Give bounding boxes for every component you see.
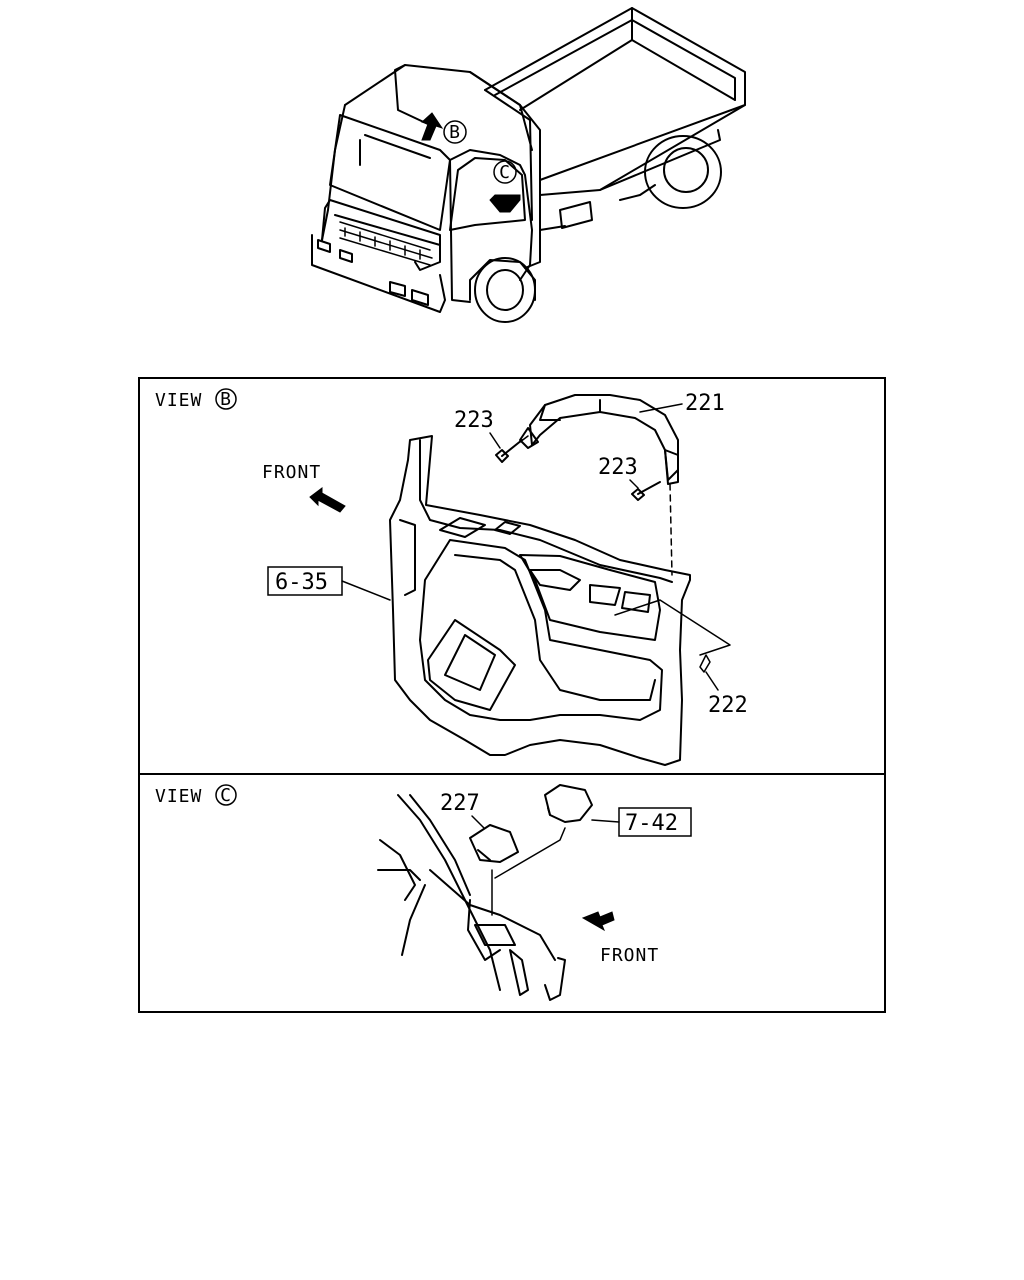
leader-7-42 [591, 819, 620, 823]
callout-222: 222 [708, 693, 748, 718]
marker-c-label: C [499, 162, 511, 183]
assist-grip-221-illustration [519, 394, 679, 485]
view-b-front-arrow [309, 487, 346, 513]
view-c-title: VIEW [155, 786, 202, 807]
switch-7-42-illustration [544, 784, 593, 823]
ref-7-42: 7-42 [625, 811, 678, 836]
view-c-marker: C [220, 785, 232, 806]
marker-c-circle [493, 160, 517, 184]
callout-223-upper: 223 [454, 408, 494, 433]
view-b-marker-circle [215, 388, 237, 410]
leader-227 [471, 815, 485, 829]
callout-223-lower: 223 [598, 455, 638, 480]
marker-b-circle [443, 120, 467, 144]
leader-223-lower [629, 479, 639, 489]
leader-221 [639, 403, 683, 413]
callout-227: 227 [440, 791, 480, 816]
view-b-marker: B [220, 389, 232, 410]
cab-inner-panel-illustration [389, 435, 731, 766]
leader-223-upper [489, 432, 501, 449]
guide-line-switch [494, 827, 566, 879]
truck-overview-illustration [311, 7, 746, 323]
floor-console-illustration [377, 794, 566, 1001]
bolt-223-upper-icon [495, 435, 529, 463]
view-c-front-arrow [581, 911, 615, 932]
views-frame [138, 377, 886, 1013]
leader-222 [705, 671, 719, 691]
guide-line-grip [669, 483, 673, 576]
view-c-marker-circle [215, 784, 237, 806]
marker-b-label: B [449, 122, 461, 143]
view-b-title: VIEW [155, 390, 202, 411]
tray-227-illustration [469, 824, 519, 863]
view-b-front-label: FRONT [262, 462, 321, 483]
callout-221: 221 [685, 391, 725, 416]
leader-6-35 [341, 580, 391, 601]
ref-6-35: 6-35 [275, 570, 328, 595]
bolt-223-lower-icon [631, 481, 661, 501]
view-c-front-label: FRONT [600, 945, 659, 966]
cap-222-icon [699, 654, 711, 673]
